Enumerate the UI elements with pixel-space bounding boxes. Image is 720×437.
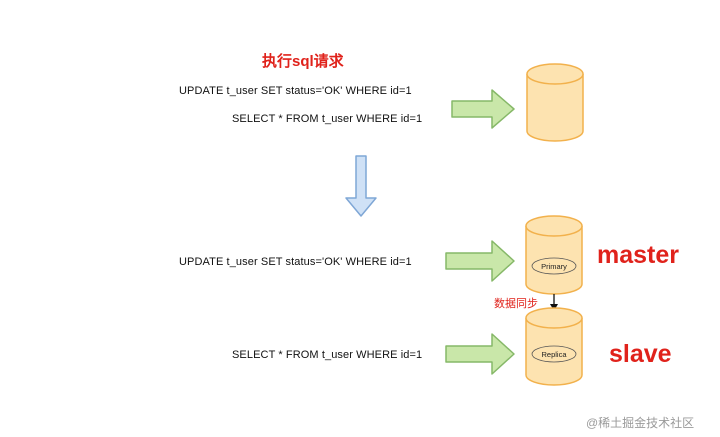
after-select-sql: SELECT * FROM t_user WHERE id=1 — [232, 349, 423, 361]
single-database-icon — [526, 63, 584, 142]
replica-database-icon — [525, 307, 583, 386]
slave-label: slave — [609, 340, 672, 368]
sync-label: 数据同步 — [494, 298, 538, 310]
master-label: master — [597, 241, 679, 269]
watermark: @稀土掘金技术社区 — [586, 416, 695, 430]
before-update-sql: UPDATE t_user SET status='OK' WHERE id=1 — [179, 85, 412, 97]
arrow-to-replica-icon — [445, 333, 515, 375]
transition-down-arrow-icon — [345, 155, 377, 217]
before-select-sql: SELECT * FROM t_user WHERE id=1 — [232, 113, 423, 125]
diagram-title: 执行sql请求 — [262, 53, 344, 70]
after-update-sql: UPDATE t_user SET status='OK' WHERE id=1 — [179, 256, 412, 268]
primary-database-icon — [525, 215, 583, 295]
primary-label: Primary — [541, 262, 567, 271]
arrow-to-primary-icon — [445, 240, 515, 282]
arrow-to-single-db-icon — [451, 89, 515, 129]
replica-label: Replica — [541, 350, 567, 359]
